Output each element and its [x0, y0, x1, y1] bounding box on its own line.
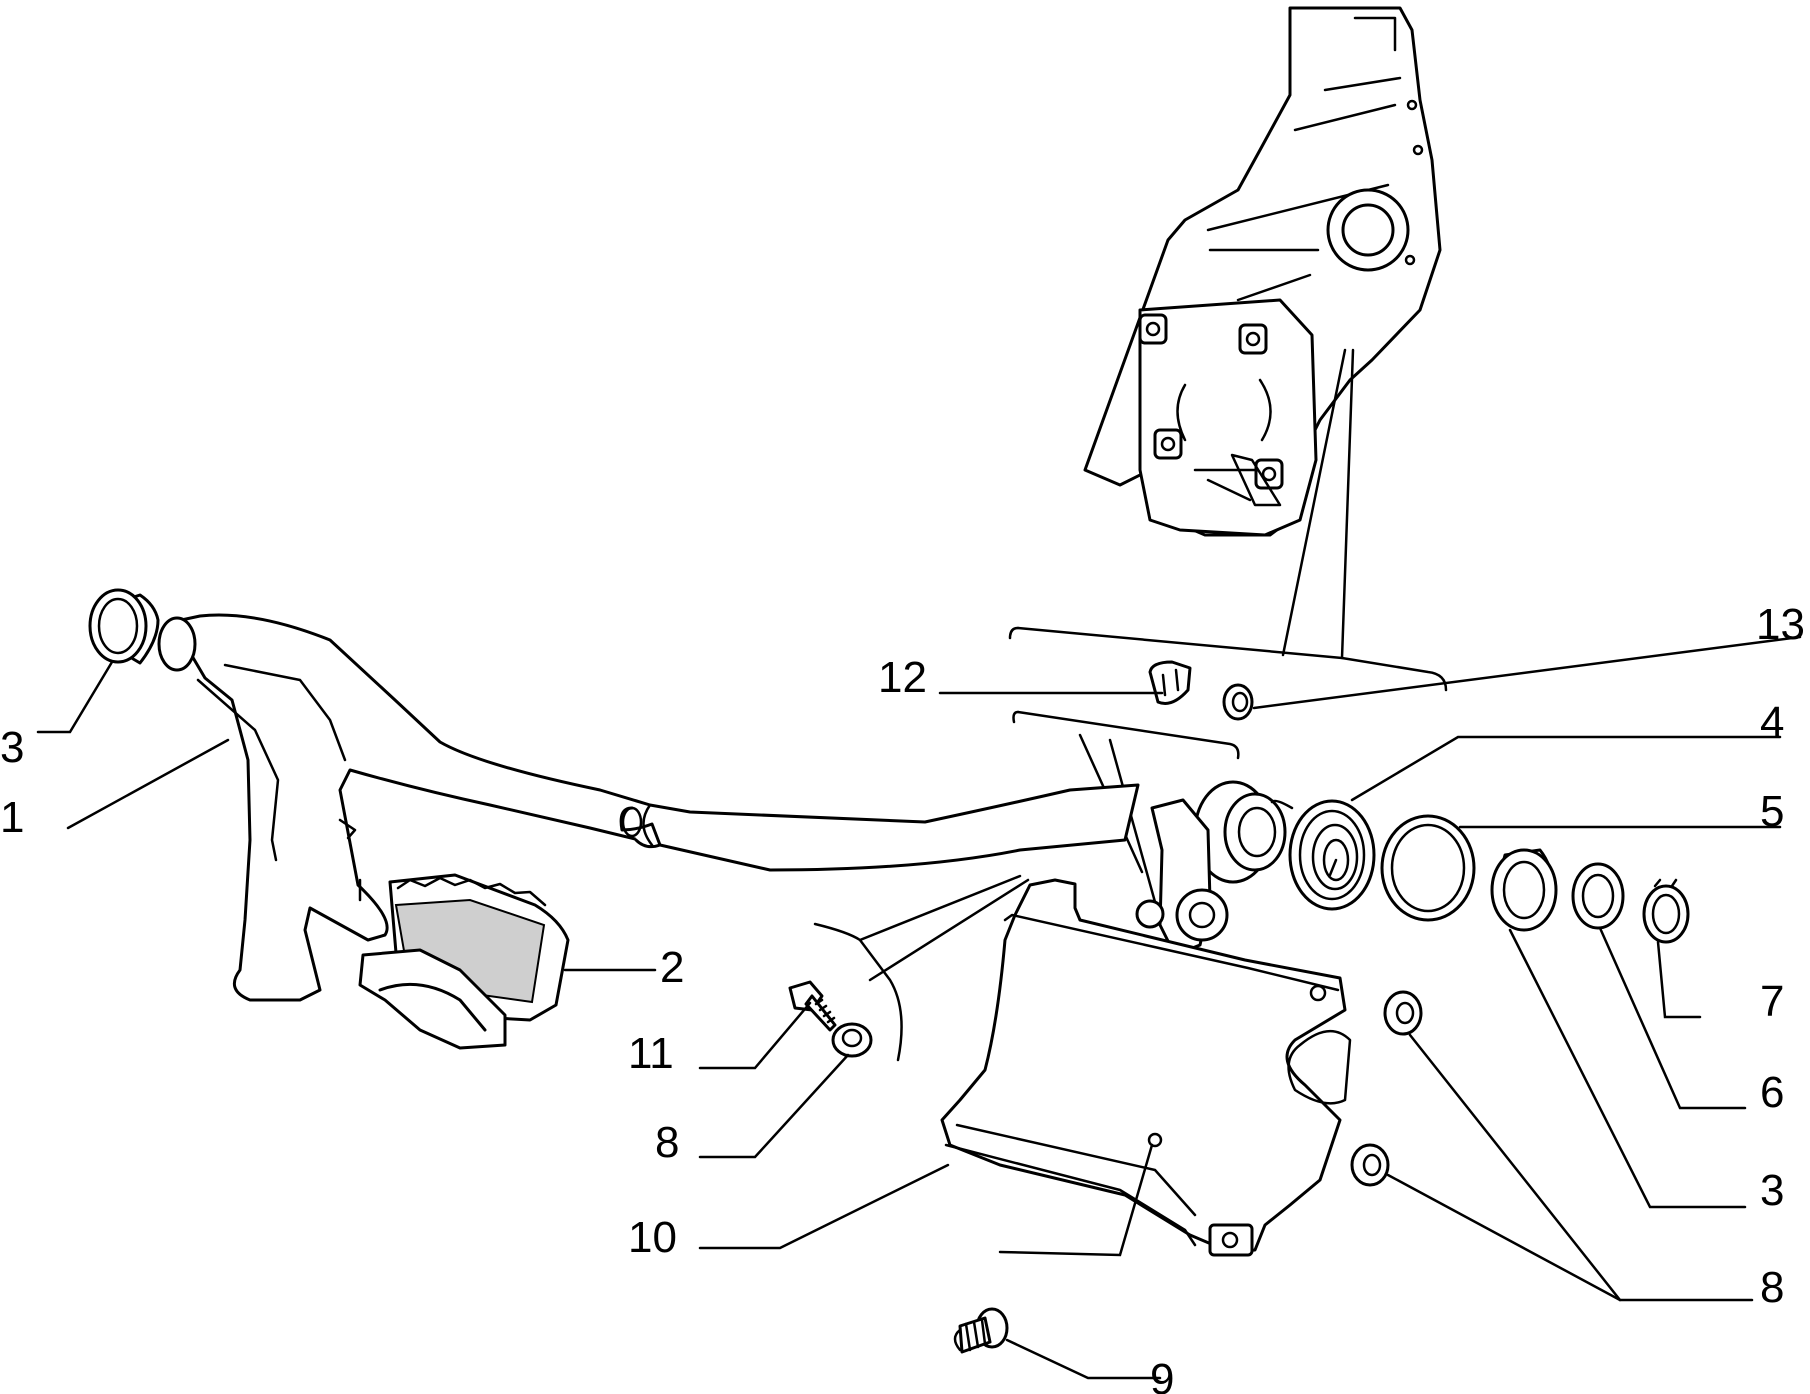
callout-11: 11 [628, 1029, 674, 1078]
callout-4: 4 [1760, 698, 1784, 747]
callout-7: 7 [1760, 977, 1784, 1026]
part-circlip [1642, 878, 1690, 944]
part-nut-left [831, 1022, 873, 1058]
callout-labels: 3 1 2 12 13 4 5 7 6 3 8 11 8 10 9 [0, 600, 1805, 1394]
part-pedal-arm [157, 613, 1287, 1002]
part-bushing-right [1490, 848, 1558, 932]
part-pedal-pad [358, 873, 570, 1050]
part-clip [1148, 660, 1192, 705]
part-nut-small [1222, 683, 1254, 721]
callout-2: 2 [660, 943, 684, 992]
callout-3-right: 3 [1760, 1166, 1784, 1215]
part-bolt [788, 980, 837, 1032]
part-screw [953, 1307, 1009, 1354]
part-nut-right-bottom [1350, 1143, 1390, 1187]
callout-3-left: 3 [0, 723, 24, 772]
part-nut-right-top [1383, 990, 1423, 1036]
callout-12: 12 [878, 653, 927, 702]
pedal-bracket [1083, 6, 1442, 537]
callout-13: 13 [1756, 600, 1805, 649]
callout-8-left: 8 [655, 1118, 679, 1167]
callout-1: 1 [0, 793, 24, 842]
callout-5: 5 [1760, 787, 1784, 836]
callout-8-right: 8 [1760, 1263, 1784, 1312]
part-bushing-flange [1380, 814, 1476, 922]
part-return-spring [1270, 799, 1376, 911]
leader-lines [36, 635, 1802, 1380]
part-bushing-left [88, 588, 160, 665]
part-cover-plate [940, 878, 1352, 1257]
callout-6: 6 [1760, 1068, 1784, 1117]
part-washer [1571, 862, 1625, 930]
callout-9: 9 [1150, 1355, 1174, 1394]
callout-10: 10 [628, 1213, 677, 1262]
